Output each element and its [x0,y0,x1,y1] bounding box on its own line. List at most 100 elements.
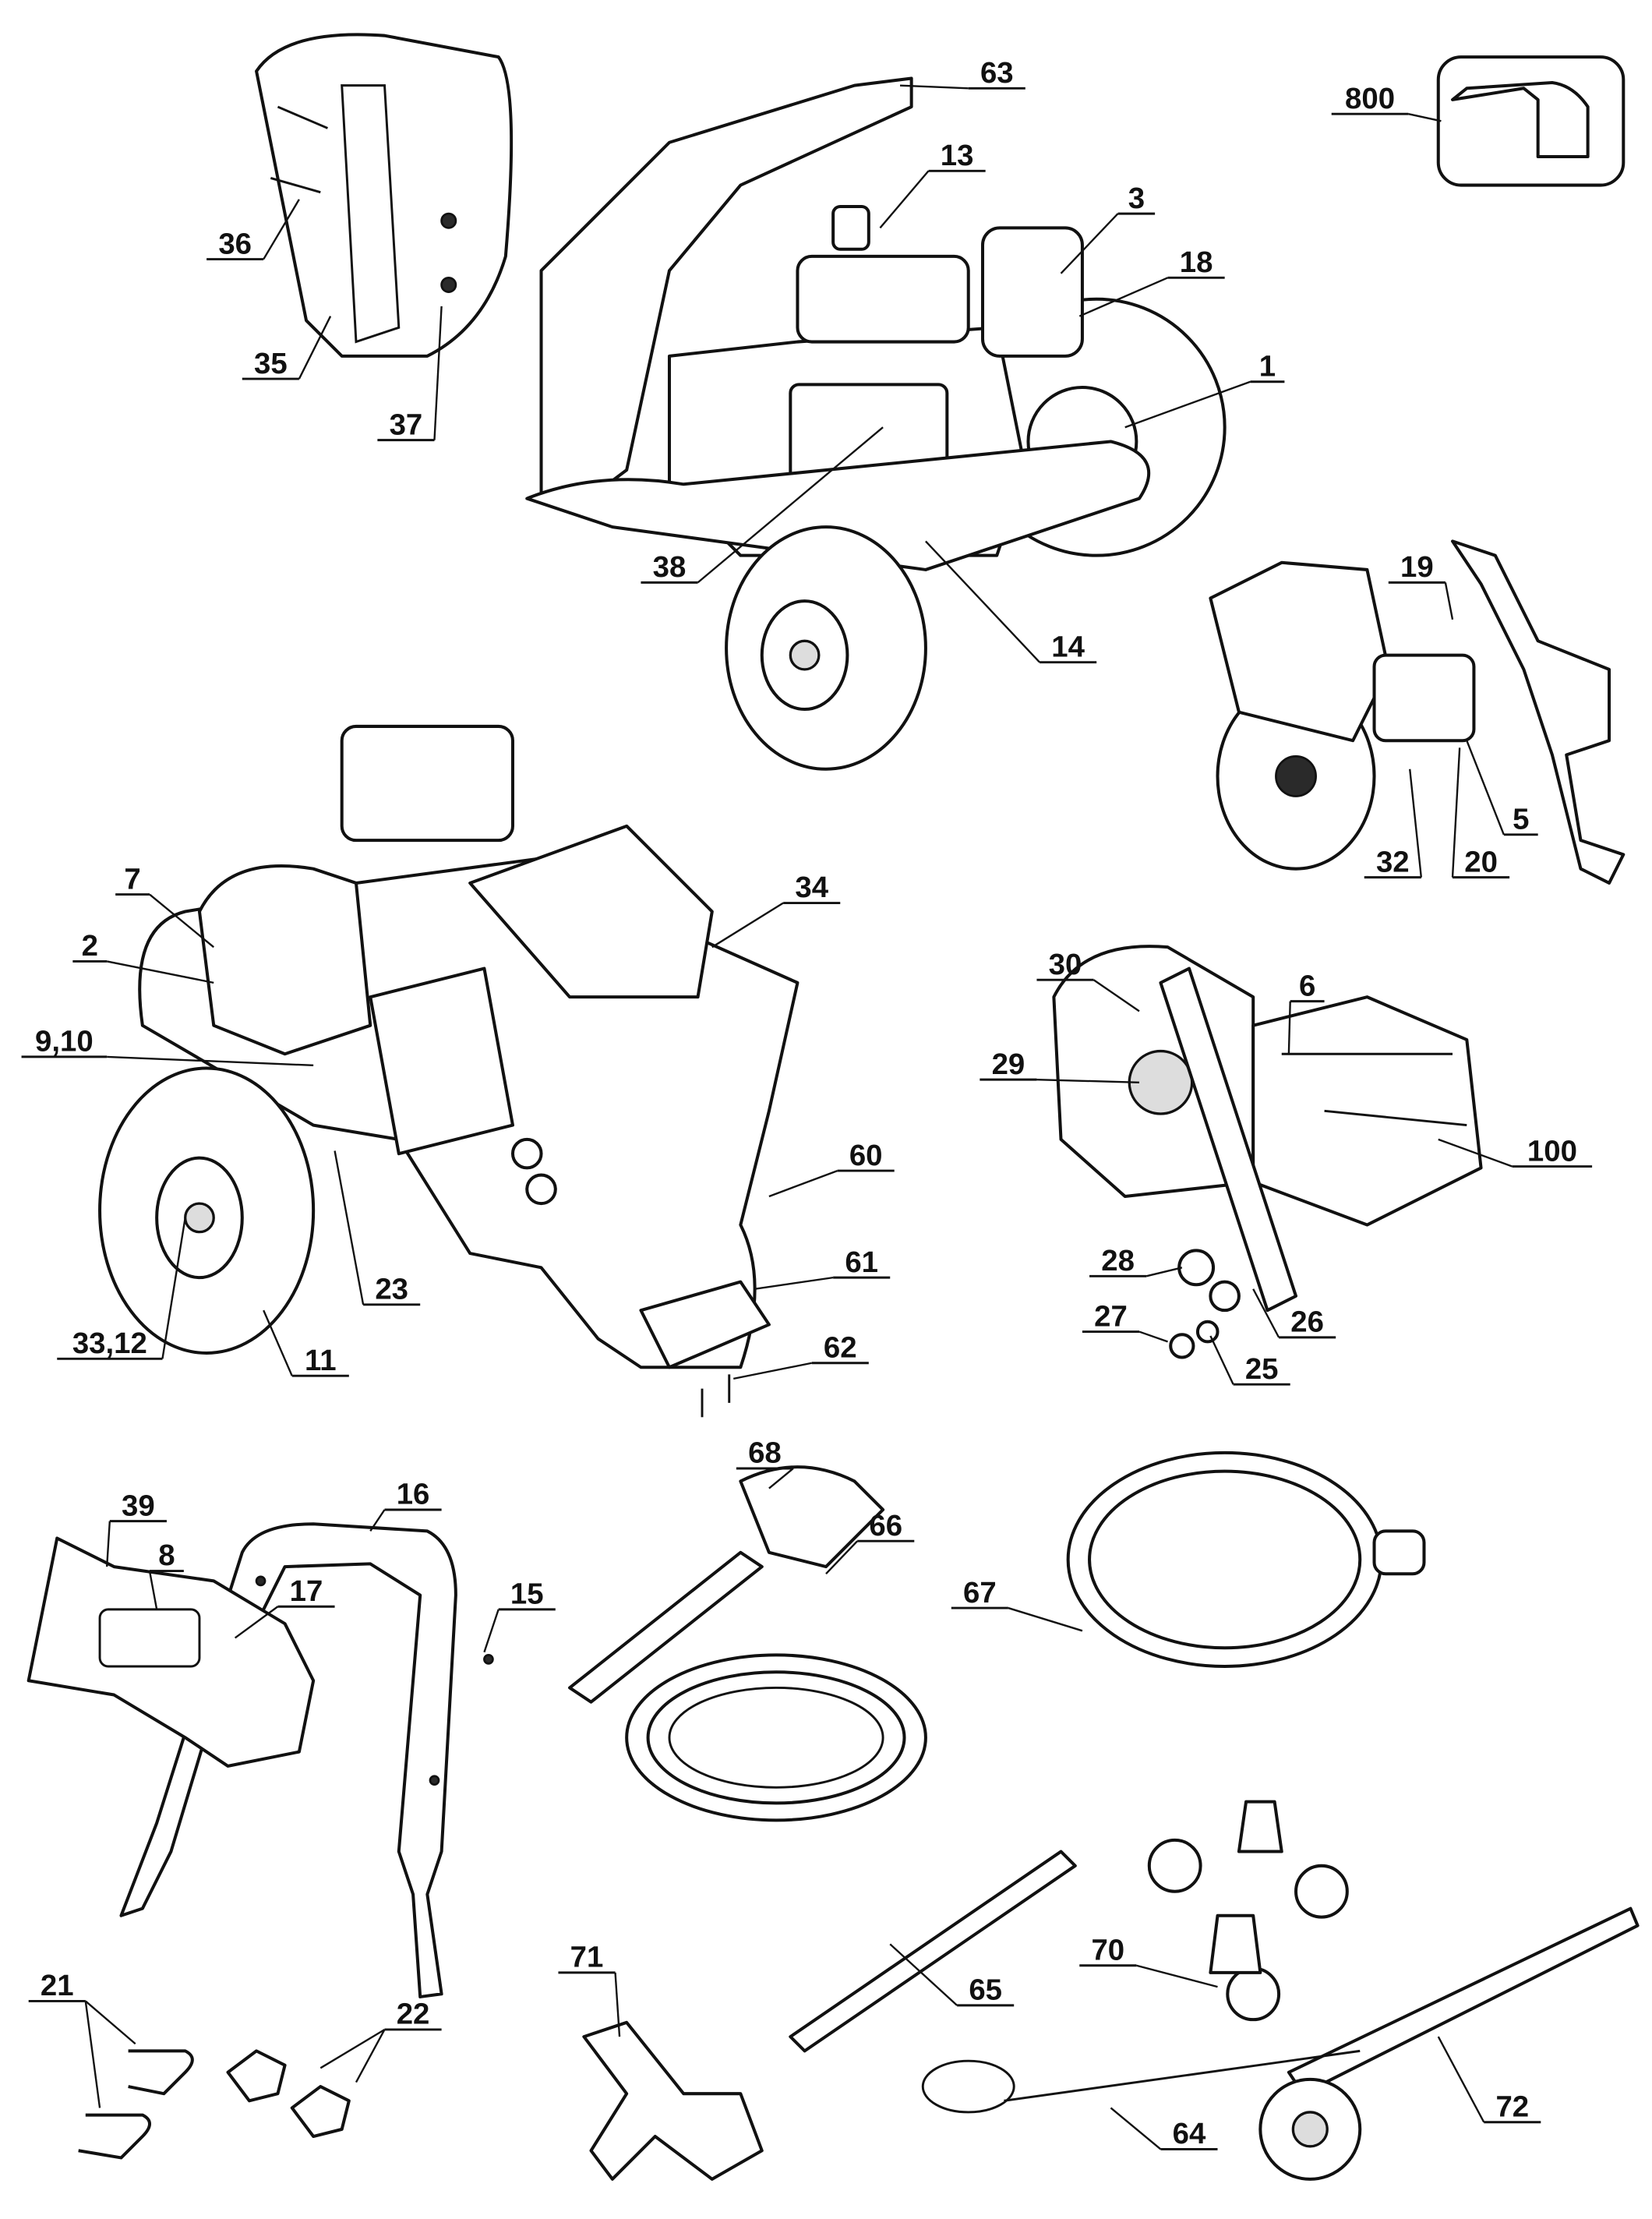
callout-number: 29 [992,1048,1025,1081]
leader-line [1008,1606,1083,1632]
leader-line [1136,1964,1218,1988]
callout-30: 30 [1036,948,1140,1012]
callout-number: 13 [941,139,974,172]
callout-1: 1 [1124,349,1285,429]
leader-line [107,1055,314,1067]
callout-38: 38 [641,426,884,584]
callout-number: 8 [158,1539,175,1572]
leader-line [319,2028,386,2069]
leader-line [334,1150,365,1306]
callout-number: 34 [795,871,828,904]
leader-line [1466,740,1505,836]
callout-60: 60 [768,1139,895,1198]
callout-number: 72 [1495,2090,1529,2123]
callout-65: 65 [889,1943,1015,2007]
callout-66: 66 [825,1509,915,1575]
leader-line [1408,113,1442,122]
callout-number: 39 [122,1489,155,1522]
leader-line [732,1362,812,1380]
leader-line [1078,277,1169,317]
leader-line [879,170,930,229]
callout-number: 62 [824,1330,857,1364]
leader-line [899,84,969,90]
leader-line [825,1540,859,1575]
callout-67: 67 [951,1576,1083,1632]
callout-number: 800 [1345,82,1395,115]
pump-assembly [1052,945,1483,1359]
callout-33-12: 33,12 [57,1217,186,1360]
callout-number: 61 [845,1246,878,1279]
leader-line [161,1217,186,1359]
callout-32: 32 [1364,769,1423,878]
leader-line [711,902,784,949]
callout-14: 14 [925,540,1097,663]
callout-number: 60 [849,1139,883,1172]
callout-22: 22 [319,1998,442,2083]
callout-number: 35 [254,347,288,380]
callout-13: 13 [879,139,986,229]
leader-line [768,1468,794,1489]
callout-number: 64 [1173,2117,1206,2150]
callout-number: 65 [969,1973,1002,2007]
callout-number: 70 [1091,1933,1124,1966]
leader-line [614,1972,621,2037]
callout-number: 1 [1259,349,1276,383]
hoses [625,1450,1426,1822]
callout-9-10: 9,10 [21,1025,314,1067]
leader-line [1093,979,1140,1012]
leader-line [889,1943,958,2006]
callout-number: 20 [1464,845,1498,878]
callout-63: 63 [899,56,1025,90]
nozzle-cleaner [921,2049,1361,2114]
callout-number: 22 [397,1998,430,2031]
leader-line [1060,213,1119,274]
callout-5: 5 [1466,740,1538,836]
callout-18: 18 [1078,246,1225,317]
callout-17: 17 [234,1574,335,1639]
callout-2: 2 [72,929,214,984]
leader-line [234,1606,279,1639]
frame-engine-assembly [98,724,800,1418]
callout-number: 18 [1180,246,1213,279]
callout-number: 67 [963,1576,997,1609]
callout-36: 36 [206,199,300,260]
callout-8: 8 [148,1539,184,1610]
callout-62: 62 [732,1330,869,1380]
callout-16: 16 [369,1478,442,1532]
leader-line [1451,747,1461,878]
callout-11: 11 [263,1309,349,1377]
callout-number: 33,12 [72,1327,147,1360]
callout-100: 100 [1438,1134,1593,1168]
callout-number: 28 [1101,1244,1135,1277]
leader-line [1444,582,1454,620]
callout-25: 25 [1209,1335,1290,1386]
leader-line [768,1169,838,1198]
leader-line [1209,1335,1234,1385]
callout-72: 72 [1437,2036,1541,2123]
leader-line [355,2029,386,2083]
callout-68: 68 [736,1436,794,1489]
callout-number: 9,10 [35,1025,94,1058]
callout-number: 37 [390,408,423,441]
callout-number: 14 [1051,630,1085,663]
handle-bracket-detail [255,33,514,358]
callout-3: 3 [1060,182,1156,274]
leader-line [263,199,300,260]
leader-line [298,316,332,380]
callout-number: 26 [1290,1306,1324,1339]
leader-line [1110,2107,1162,2150]
callout-number: 19 [1400,550,1434,584]
leader-line [85,2000,136,2045]
callout-37: 37 [377,306,443,441]
callout-29: 29 [980,1048,1140,1083]
callout-23: 23 [334,1150,421,1306]
callout-number: 2 [82,929,98,963]
callout-28: 28 [1089,1244,1183,1277]
leader-line [149,893,214,949]
callout-number: 38 [653,550,687,584]
oil-bottle-box [1436,55,1626,187]
callout-number: 15 [510,1578,544,1611]
callout-21: 21 [28,1969,136,2108]
leader-line [1409,769,1423,878]
leader-line [1036,1078,1140,1083]
